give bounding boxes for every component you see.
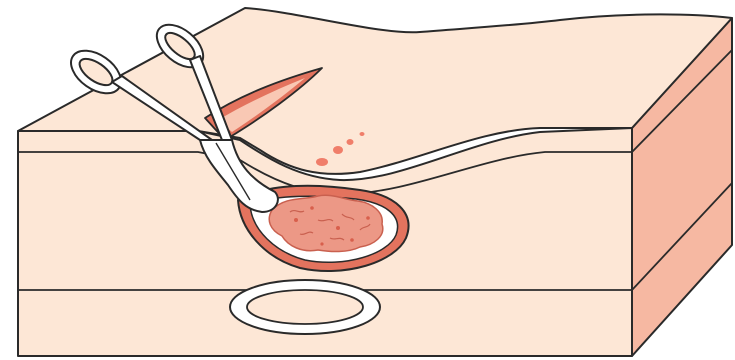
vessel-inner [247, 290, 363, 324]
